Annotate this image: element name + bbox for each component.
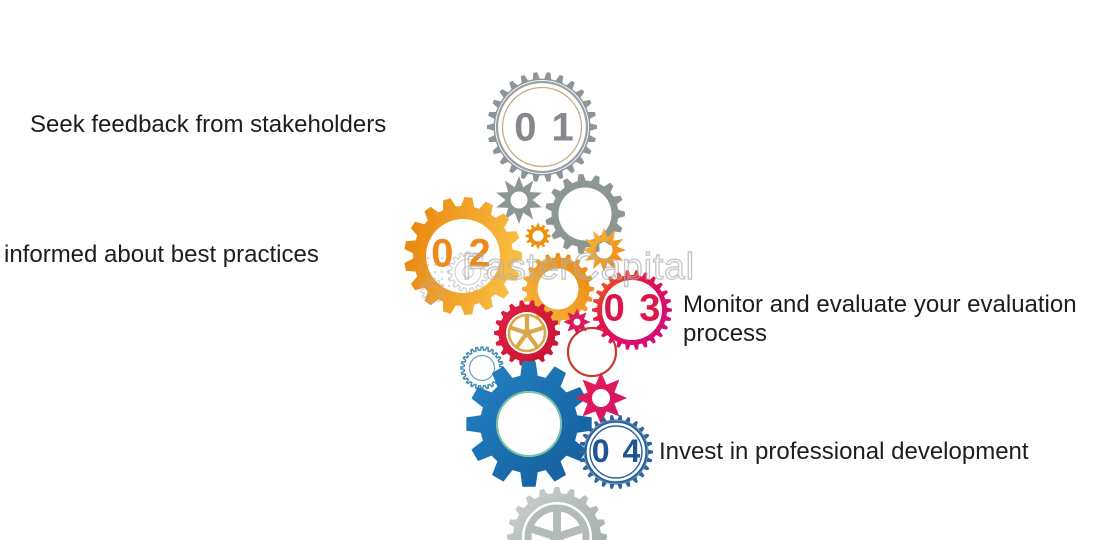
gear-01-inner-ring xyxy=(501,86,583,168)
step-04-number: 0 4 xyxy=(591,432,643,469)
watermark-dot xyxy=(419,284,423,288)
bottom-wheel-rim xyxy=(507,487,607,540)
watermark-dot xyxy=(419,256,423,260)
watermark-dot xyxy=(447,263,451,267)
watermark-text: FasterCapital xyxy=(461,245,696,287)
step-02-number: 0 2 xyxy=(431,231,493,276)
watermark-dot xyxy=(433,256,437,260)
watermark-dot xyxy=(440,277,444,281)
gear-02-body xyxy=(404,197,522,315)
watermark-dot xyxy=(440,263,444,267)
step-03-label-line1: Monitor and evaluate your evaluation xyxy=(683,291,1077,318)
watermark-small-gear-icon xyxy=(420,278,446,304)
small-pink-star-gear xyxy=(563,308,591,336)
step-04-label: Invest in professional development xyxy=(659,438,1029,465)
watermark-dot xyxy=(419,270,423,274)
gear-01-ring xyxy=(495,80,589,174)
watermark-dot xyxy=(440,270,444,274)
watermark-dot xyxy=(440,284,444,288)
small-orange-gear xyxy=(525,223,551,249)
watermark-dot xyxy=(419,277,423,281)
watermark-dot xyxy=(447,277,451,281)
gray-star-gear xyxy=(496,176,542,224)
step-03-label: Monitor and evaluate your evaluation pro… xyxy=(683,290,1077,348)
watermark-dot xyxy=(447,270,451,274)
big-blue-gear xyxy=(466,361,592,487)
watermark-small-gear-icon-hub xyxy=(427,285,439,297)
watermark-dot xyxy=(426,263,430,267)
watermark-dot xyxy=(440,256,444,260)
step-01-label: Seek feedback from stakeholders xyxy=(30,111,387,138)
bottom-wheel-hub xyxy=(550,530,564,540)
watermark-dot xyxy=(419,263,423,267)
watermark-dot xyxy=(433,263,437,267)
watermark-dot xyxy=(433,277,437,281)
gear-04-inner-ring xyxy=(589,425,643,479)
teal-outline-gear xyxy=(460,346,504,390)
watermark-dot xyxy=(426,270,430,274)
pink-star-gear xyxy=(575,372,627,424)
gear-04-ring xyxy=(584,420,648,484)
watermark-dot xyxy=(426,284,430,288)
step-03-number: 0 3 xyxy=(603,287,663,330)
red-wheel-hub xyxy=(522,328,532,338)
watermark-gear-icon-hub xyxy=(461,265,475,279)
watermark-dot xyxy=(433,284,437,288)
orange-star-gear xyxy=(582,228,626,272)
teal-outline-gear-inner xyxy=(468,354,496,382)
watermark-dot xyxy=(426,277,430,281)
step-02-label: informed about best practices xyxy=(4,241,319,268)
watermark-dot xyxy=(447,284,451,288)
watermark-dot xyxy=(433,270,437,274)
watermark-dot xyxy=(447,256,451,260)
watermark-gear-icon xyxy=(447,251,489,293)
watermark-dot xyxy=(426,256,430,260)
big-blue-gear-green-ring xyxy=(496,391,562,457)
red-wheel-gear-rim xyxy=(494,300,560,366)
watermark-gear-icon-ring xyxy=(454,258,482,286)
red-circle-outline xyxy=(566,326,618,378)
step-03-label-line2: process xyxy=(683,320,768,347)
step-01-number: 0 1 xyxy=(514,105,576,150)
